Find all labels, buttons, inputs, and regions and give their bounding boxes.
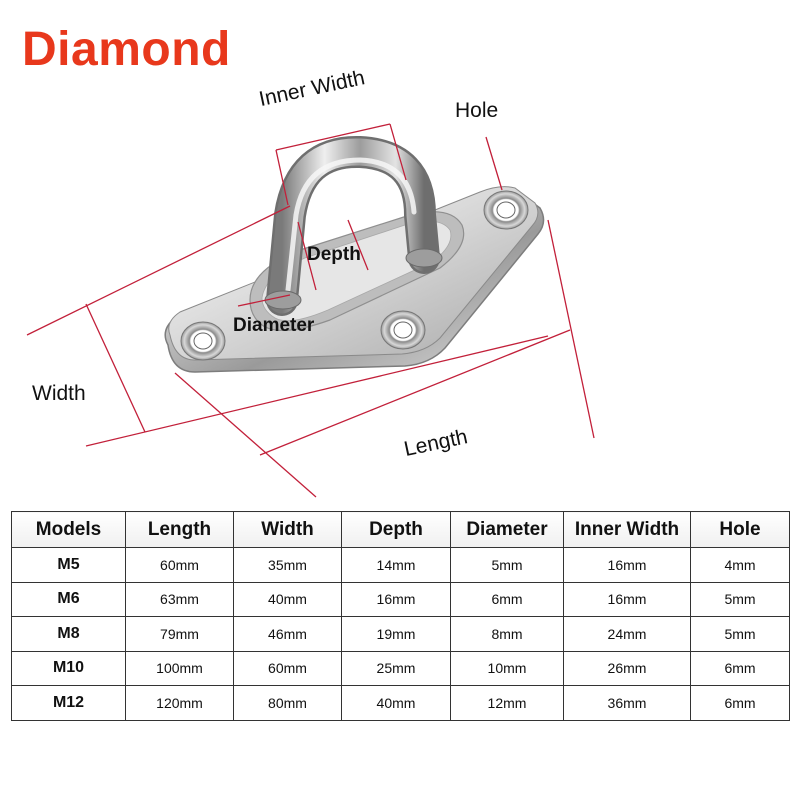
- cell-model: M12: [11, 685, 126, 721]
- cell-width: 40mm: [233, 581, 342, 617]
- cell-inner-width: 26mm: [563, 650, 691, 686]
- label-diameter: Diameter: [233, 315, 315, 336]
- spec-table: Models Length Width Depth Diameter Inner…: [11, 511, 790, 721]
- header-inner-width: Inner Width: [563, 511, 691, 548]
- table-row: M10 100mm 60mm 25mm 10mm 26mm 6mm: [11, 650, 790, 686]
- cell-inner-width: 16mm: [563, 581, 691, 617]
- cell-length: 79mm: [125, 616, 234, 652]
- cell-depth: 25mm: [341, 650, 451, 686]
- cell-model: M5: [11, 547, 126, 583]
- cell-depth: 19mm: [341, 616, 451, 652]
- header-models: Models: [11, 511, 126, 548]
- cell-diameter: 10mm: [450, 650, 564, 686]
- cell-model: M6: [11, 581, 126, 617]
- dimension-lines: [26, 123, 595, 498]
- cell-hole: 5mm: [690, 581, 790, 617]
- cell-hole: 6mm: [690, 650, 790, 686]
- cell-length: 100mm: [125, 650, 234, 686]
- cell-length: 60mm: [125, 547, 234, 583]
- screw-hole-right: [483, 190, 529, 230]
- cell-diameter: 8mm: [450, 616, 564, 652]
- cell-width: 46mm: [233, 616, 342, 652]
- diamond-pad-eye-diagram: [26, 123, 595, 498]
- label-hole: Hole: [455, 99, 499, 122]
- cell-depth: 40mm: [341, 685, 451, 721]
- cell-length: 120mm: [125, 685, 234, 721]
- cell-inner-width: 24mm: [563, 616, 691, 652]
- label-width: Width: [32, 382, 86, 405]
- header-hole: Hole: [690, 511, 790, 548]
- table-row: M12 120mm 80mm 40mm 12mm 36mm 6mm: [11, 685, 790, 721]
- cell-diameter: 6mm: [450, 581, 564, 617]
- cell-hole: 5mm: [690, 616, 790, 652]
- header-length: Length: [125, 511, 234, 548]
- screw-hole-bottom: [380, 310, 426, 350]
- header-diameter: Diameter: [450, 511, 564, 548]
- u-ring: [264, 135, 443, 316]
- header-depth: Depth: [341, 511, 451, 548]
- cell-depth: 16mm: [341, 581, 451, 617]
- cell-hole: 4mm: [690, 547, 790, 583]
- cell-inner-width: 16mm: [563, 547, 691, 583]
- cell-width: 35mm: [233, 547, 342, 583]
- header-width: Width: [233, 511, 342, 548]
- cell-diameter: 5mm: [450, 547, 564, 583]
- cell-inner-width: 36mm: [563, 685, 691, 721]
- table-header-row: Models Length Width Depth Diameter Inner…: [11, 511, 790, 548]
- cell-length: 63mm: [125, 581, 234, 617]
- cell-diameter: 12mm: [450, 685, 564, 721]
- cell-model: M10: [11, 650, 126, 686]
- screw-hole-left: [180, 321, 226, 361]
- label-depth: Depth: [307, 244, 361, 265]
- cell-width: 80mm: [233, 685, 342, 721]
- cell-width: 60mm: [233, 650, 342, 686]
- cell-model: M8: [11, 616, 126, 652]
- table-row: M6 63mm 40mm 16mm 6mm 16mm 5mm: [11, 581, 790, 617]
- cell-hole: 6mm: [690, 685, 790, 721]
- cell-depth: 14mm: [341, 547, 451, 583]
- table-row: M5 60mm 35mm 14mm 5mm 16mm 4mm: [11, 547, 790, 583]
- page-title: Diamond: [22, 23, 231, 76]
- table-row: M8 79mm 46mm 19mm 8mm 24mm 5mm: [11, 616, 790, 652]
- diamond-plate: [164, 186, 545, 373]
